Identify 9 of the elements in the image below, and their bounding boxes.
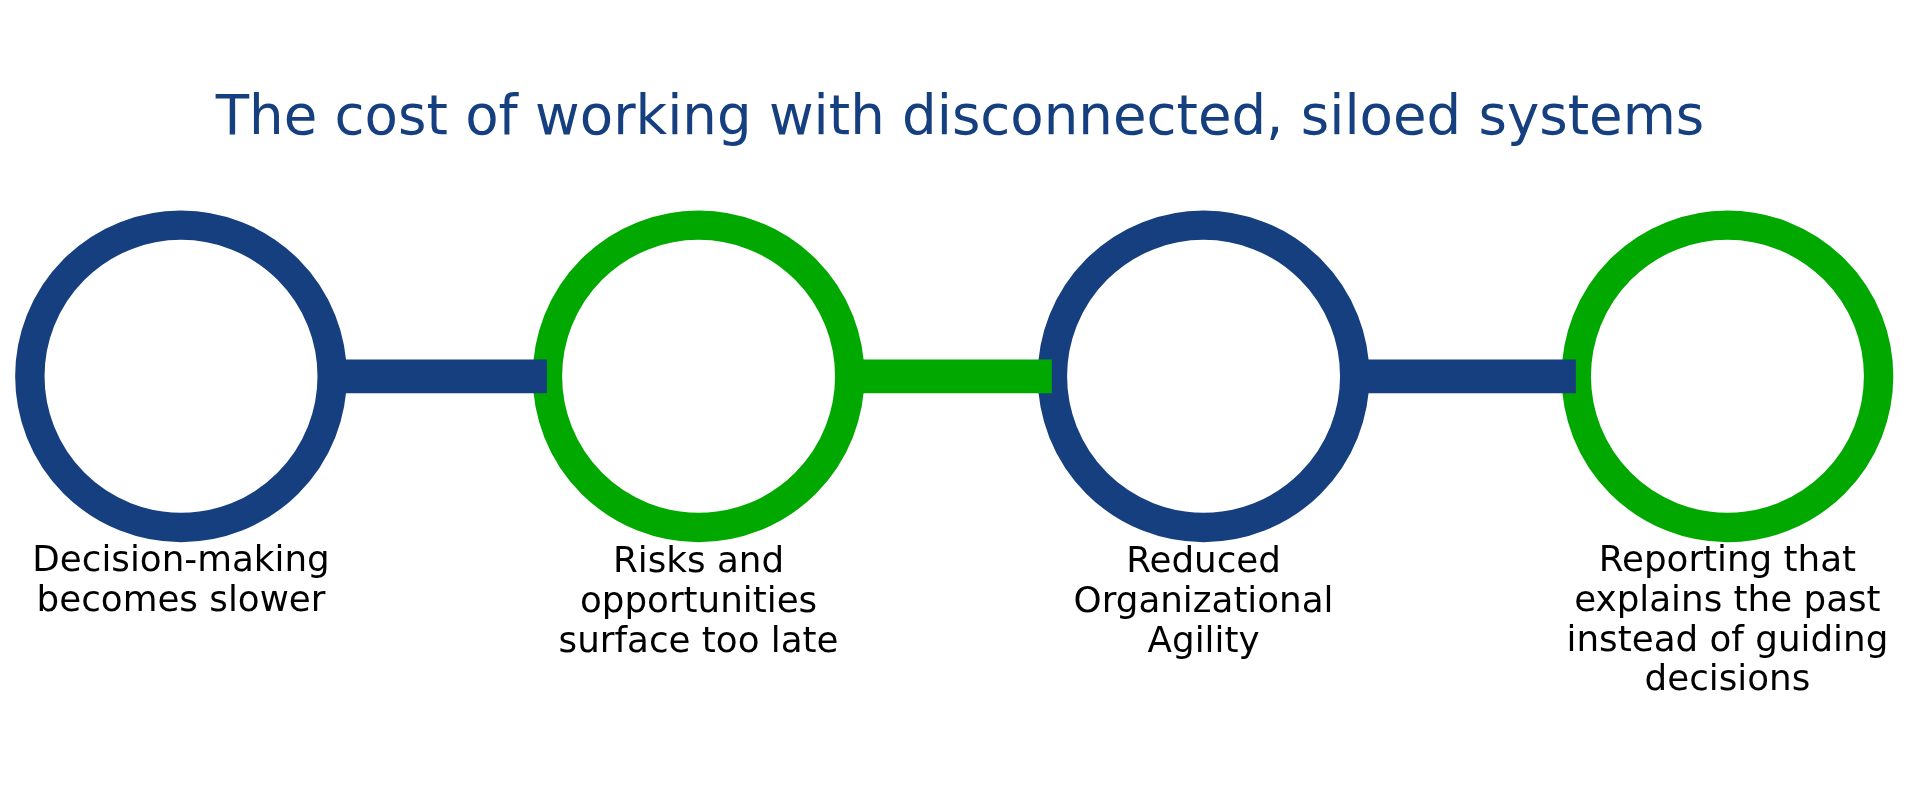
node-circle [1561,210,1894,542]
diagram-title: The cost of working with disconnected, siloed systems [215,82,1705,147]
node-circle [532,210,865,542]
node-label: Risks and opportunities surface too late [558,538,839,660]
node-label: Reduced Organizational Agility [1073,538,1334,660]
node-circle [1037,210,1370,542]
node-label: Decision-making becomes slower [32,537,330,619]
node-circle [15,210,347,542]
node-label: Reporting that explains the past instead of guiding decisions [1566,537,1889,698]
